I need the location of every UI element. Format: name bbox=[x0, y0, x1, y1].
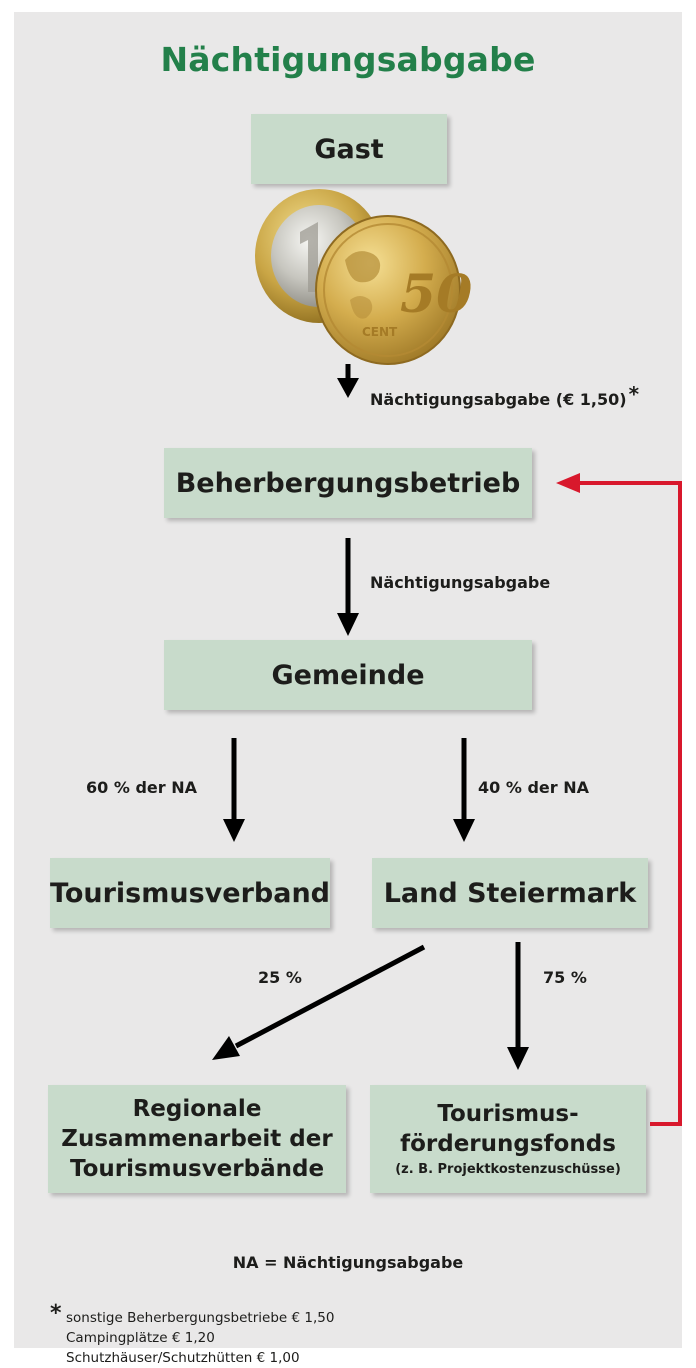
edge-label-gemeinde-land: 40 % der NA bbox=[478, 778, 589, 797]
node-beherbergungsbetrieb-label: Beherbergungsbetrieb bbox=[175, 467, 521, 499]
node-regionale-line-1: Regionale bbox=[132, 1096, 262, 1122]
footnote: * sonstige Beherbergungsbetriebe € 1,50 … bbox=[50, 1303, 335, 1368]
node-gemeinde: Gemeinde bbox=[164, 640, 532, 710]
node-fonds-line-2: förderungsfonds bbox=[400, 1131, 616, 1157]
footnote-line: Campingplätze € 1,20 bbox=[66, 1330, 215, 1346]
node-fonds-line-1: Tourismus- bbox=[437, 1101, 579, 1127]
edge-label-gast-betrieb-text: Nächtigungsabgabe (€ 1,50) bbox=[370, 390, 627, 409]
edge-label-gemeinde-verband: 60 % der NA bbox=[86, 778, 197, 797]
node-gemeinde-label: Gemeinde bbox=[271, 659, 425, 691]
footnote-asterisk: * bbox=[50, 1301, 62, 1326]
node-beherbergungsbetrieb: Beherbergungsbetrieb bbox=[164, 448, 532, 518]
node-regionale-zusammenarbeit: Regionale Zusammenarbeit der Tourismusve… bbox=[48, 1085, 346, 1193]
footnote-line: sonstige Beherbergungsbetriebe € 1,50 bbox=[66, 1310, 335, 1326]
edge-label-land-fonds: 75 % bbox=[543, 968, 587, 987]
node-gast: Gast bbox=[251, 114, 447, 184]
node-tourismusverband-label: Tourismusverband bbox=[50, 877, 330, 909]
svg-text:50: 50 bbox=[400, 264, 472, 325]
euro-coins-image: 50 CENT bbox=[255, 189, 472, 365]
edge-label-land-regionale: 25 % bbox=[258, 968, 302, 987]
node-fonds-note: (z. B. Projektkostenzuschüsse) bbox=[395, 1162, 621, 1177]
svg-text:CENT: CENT bbox=[362, 325, 398, 339]
edge-label-gast-betrieb: Nächtigungsabgabe (€ 1,50)* bbox=[370, 382, 639, 409]
node-tourismusverband: Tourismusverband bbox=[50, 858, 330, 928]
node-land-steiermark: Land Steiermark bbox=[372, 858, 648, 928]
legend-abbreviation: NA = Nächtigungsabgabe bbox=[232, 1253, 464, 1272]
diagram-title: Nächtigungsabgabe bbox=[160, 40, 536, 79]
node-regionale-line-2: Zusammenarbeit der bbox=[61, 1126, 333, 1152]
node-regionale-line-3: Tourismusverbände bbox=[69, 1156, 325, 1182]
node-tourismusfoerderungsfonds: Tourismus- förderungsfonds (z. B. Projek… bbox=[370, 1085, 646, 1193]
asterisk-mark: * bbox=[628, 382, 640, 406]
node-gast-label: Gast bbox=[314, 133, 384, 165]
node-land-steiermark-label: Land Steiermark bbox=[383, 877, 637, 909]
edge-label-betrieb-gemeinde: Nächtigungsabgabe bbox=[370, 573, 551, 592]
footnote-line: Schutzhäuser/Schutzhütten € 1,00 bbox=[66, 1350, 300, 1366]
